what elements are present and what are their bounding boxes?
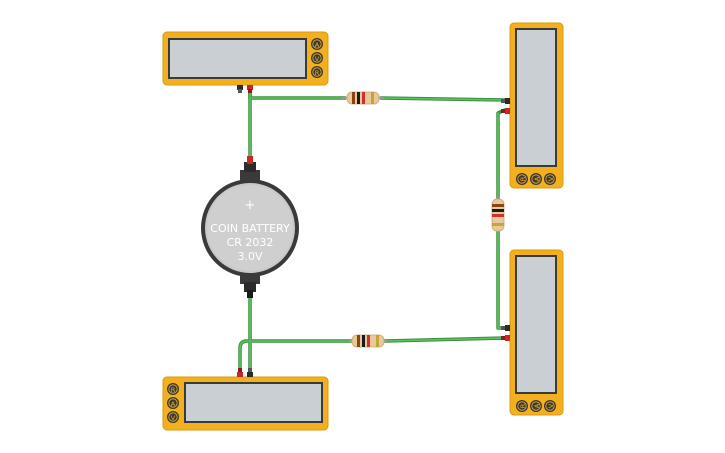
meter-display [515, 28, 557, 167]
battery-label-line3: 3.0V [237, 250, 262, 263]
meter-button-a[interactable]: A [530, 173, 542, 185]
meter-button-label: A [315, 41, 320, 49]
wire-right-meter-to-vertical-resistor[interactable] [496, 108, 507, 200]
wire-vertical-resistor-to-right-bottom-meter[interactable] [496, 228, 507, 330]
wire-bottom-meter-to-resistor-bottom[interactable] [238, 339, 354, 374]
black-probe-terminal-icon[interactable] [237, 85, 243, 93]
meter-button-label: A [533, 176, 541, 181]
resistor-icon[interactable] [491, 196, 505, 232]
wire-top-meter-to-resistor-top[interactable] [248, 90, 347, 100]
resistor-icon[interactable] [342, 91, 384, 105]
meter-button-v[interactable]: V [544, 400, 556, 412]
meter-button-label: V [547, 176, 555, 181]
meter-button-label: A [533, 403, 541, 408]
coin-battery[interactable]: + COIN BATTERY CR 2032 3.0V [201, 156, 299, 298]
meter-button-r[interactable]: R [516, 173, 528, 185]
meter-button-v[interactable]: V [311, 52, 323, 64]
battery-plus-symbol: + [245, 198, 256, 213]
meter-button-label: R [315, 69, 320, 77]
multimeter-bottom-right[interactable]: R A V [501, 249, 564, 416]
meter-button-r[interactable]: R [311, 66, 323, 78]
black-probe-terminal-icon[interactable] [247, 290, 253, 298]
multimeter-top-left[interactable]: A V R [162, 31, 329, 93]
black-probe-terminal-icon[interactable] [247, 368, 253, 377]
meter-button-v[interactable]: V [167, 411, 179, 423]
multimeter-top-right[interactable]: R A V [501, 22, 564, 189]
meter-button-label: V [547, 403, 555, 408]
meter-button-label: V [171, 414, 176, 422]
meter-button-label: V [315, 55, 320, 63]
meter-button-v[interactable]: V [544, 173, 556, 185]
red-probe-terminal-icon[interactable] [501, 335, 510, 341]
meter-button-label: A [171, 400, 176, 408]
resistor-icon[interactable] [349, 334, 388, 348]
meter-button-a[interactable]: A [167, 397, 179, 409]
meter-display [515, 255, 557, 394]
meter-button-a[interactable]: A [530, 400, 542, 412]
meter-button-r[interactable]: R [516, 400, 528, 412]
battery-label-line2: CR 2032 [227, 236, 274, 249]
meter-button-a[interactable]: A [311, 38, 323, 50]
multimeter-bottom-left[interactable]: R A V [162, 368, 329, 431]
black-probe-terminal-icon[interactable] [501, 325, 510, 331]
battery-label-line1: COIN BATTERY [210, 222, 290, 235]
red-probe-terminal-icon[interactable] [237, 368, 243, 377]
red-probe-terminal-icon[interactable] [247, 156, 253, 164]
meter-button-r[interactable]: R [167, 383, 179, 395]
meter-button-label: R [519, 403, 527, 408]
meter-button-label: R [171, 386, 176, 394]
black-probe-terminal-icon[interactable] [501, 98, 510, 104]
red-probe-terminal-icon[interactable] [247, 85, 253, 93]
meter-display [184, 382, 323, 423]
meter-display [168, 38, 307, 79]
meter-button-label: R [519, 176, 527, 181]
red-probe-terminal-icon[interactable] [501, 108, 510, 114]
